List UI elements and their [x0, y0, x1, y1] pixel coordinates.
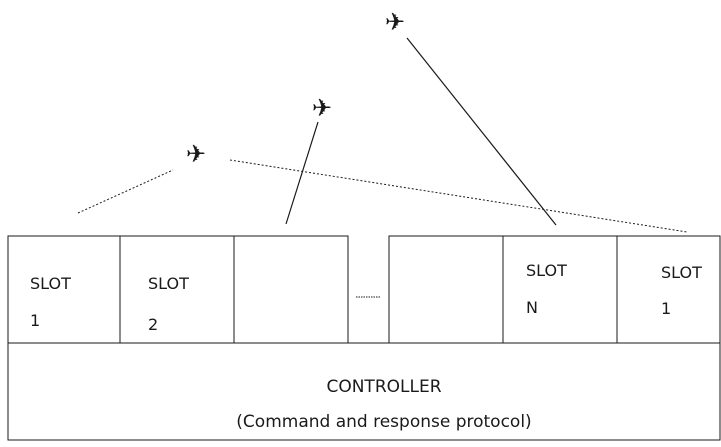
slot-n-box [502, 235, 618, 344]
slot-1b-label: SLOT [661, 263, 702, 282]
slot-group-left: SLOT 1 SLOT 2 [7, 235, 349, 344]
slot-1-label: SLOT [30, 274, 71, 293]
controller-box [7, 342, 721, 441]
slot-1b-number: 1 [661, 299, 671, 318]
slot-2-number: 2 [148, 315, 158, 334]
slot-3-box [233, 235, 349, 344]
link-aircraft-left-to-slot-1b [229, 159, 688, 233]
link-aircraft-middle-to-slot-3 [285, 121, 319, 225]
slot-2-label: SLOT [148, 274, 189, 293]
slot-1b-box [616, 235, 721, 344]
airplane-icon: ✈ [385, 8, 405, 36]
slot-1-number: 1 [30, 311, 40, 330]
controller-title: CONTROLLER [326, 377, 441, 397]
controller-subtitle: (Command and response protocol) [236, 412, 531, 432]
slot-group-right: SLOT N SLOT 1 [388, 235, 721, 344]
link-aircraft-left-to-slot-1 [77, 169, 174, 214]
link-aircraft-top-to-slot-n [406, 37, 557, 226]
slot-1-box [7, 235, 121, 344]
slot-2-box [119, 235, 235, 344]
slot-n-label: SLOT [526, 261, 567, 280]
airplane-icon: ✈ [186, 140, 206, 168]
slot-n-number: N [526, 298, 538, 317]
airplane-icon: ✈ [312, 94, 332, 122]
slot-4-box [388, 235, 504, 344]
